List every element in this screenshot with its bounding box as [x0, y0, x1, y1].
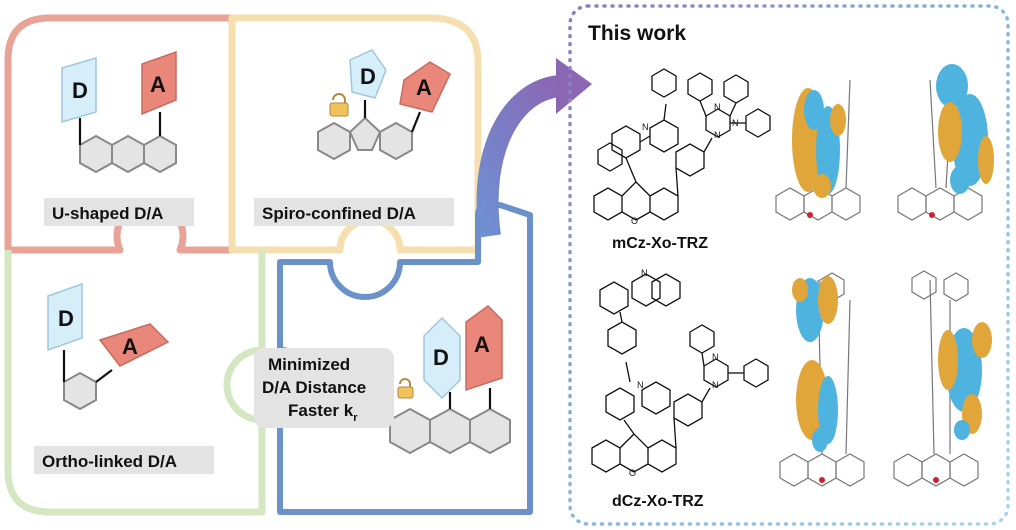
caption-background: [34, 446, 214, 474]
donor-box: [423, 316, 461, 400]
minimized-label-background: [254, 348, 394, 428]
lock-icon: [397, 378, 414, 399]
spiro-confined-scheme: D A Spiro-confined D/A: [254, 49, 454, 226]
donor-label: D: [72, 78, 88, 103]
orbital-render-lumo-molecule2: [893, 270, 992, 487]
orbital-render-lumo-molecule1: [897, 64, 994, 221]
u-shaped-caption: U-shaped D/A: [52, 204, 163, 223]
nitrogen-atom: N: [637, 380, 644, 390]
spiro-confined-caption: Spiro-confined D/A: [262, 204, 416, 223]
molecule1-name: mCz-Xo-TRZ: [612, 235, 708, 252]
oxygen-atom: O: [631, 216, 638, 226]
oxygen-atom: O: [629, 468, 636, 478]
acceptor-box: [98, 323, 170, 367]
acceptor-label: A: [474, 332, 490, 357]
this-work-heading: This work: [588, 22, 686, 45]
ortho-linked-caption: Ortho-linked D/A: [42, 452, 177, 471]
puzzle-piece-green: [4, 250, 266, 516]
nitrogen-atom: N: [714, 130, 721, 140]
orbital-render-homo-molecule2: [779, 272, 865, 487]
minimized-line2: D/A Distance: [262, 378, 366, 397]
acceptor-box: [399, 61, 451, 113]
transition-arrow: [476, 58, 592, 238]
nitrogen-atom: N: [712, 380, 719, 390]
this-work-panel: This work: [568, 4, 1010, 526]
lock-icon: [329, 93, 349, 117]
molecule2-structure: [591, 273, 769, 473]
dotted-frame: [568, 4, 1010, 526]
minimized-distance-scheme: D A Minimized D/A Distance Faster kr: [254, 305, 511, 455]
acceptor-label: A: [416, 75, 432, 100]
molecule2-name: dCz-Xo-TRZ: [612, 493, 704, 510]
nitrogen-atom: N: [641, 268, 648, 278]
donor-label: D: [58, 306, 74, 331]
nitrogen-atom: N: [732, 118, 739, 128]
minimized-line1: Minimized: [268, 355, 350, 374]
molecule1-structure: [593, 68, 771, 221]
donor-box: [61, 56, 97, 124]
nitrogen-atom: N: [712, 352, 719, 362]
caption-background: [44, 198, 194, 226]
acceptor-label: A: [122, 334, 138, 359]
minimized-line3: Faster kr: [288, 401, 358, 424]
u-shaped-scheme: D A U-shaped D/A: [44, 50, 194, 226]
nitrogen-atom: N: [714, 102, 721, 112]
ortho-linked-scheme: D A Ortho-linked D/A: [34, 282, 214, 474]
donor-box: [47, 282, 83, 352]
acceptor-label: A: [150, 72, 166, 97]
donor-box: [349, 49, 387, 99]
caption-background: [254, 198, 454, 226]
acceptor-box: [465, 305, 503, 392]
faster-label: Faster k: [288, 401, 354, 420]
orbital-render-homo-molecule1: [775, 79, 861, 221]
acceptor-box: [141, 50, 177, 116]
donor-label: D: [433, 345, 449, 370]
puzzle-piece-yellow: [228, 14, 482, 254]
nitrogen-atom: N: [642, 122, 649, 132]
rate-subscript: r: [353, 412, 358, 424]
donor-label: D: [360, 64, 376, 89]
